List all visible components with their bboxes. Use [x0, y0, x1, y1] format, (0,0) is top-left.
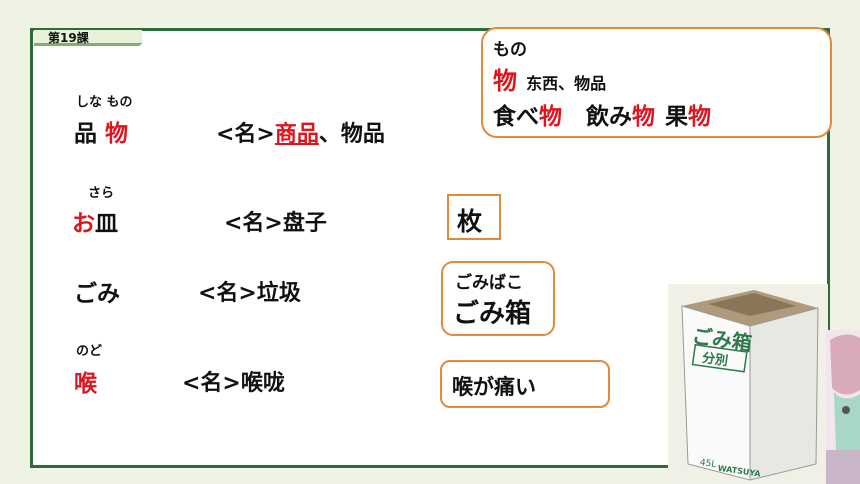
item4-word: 喉 — [74, 371, 97, 397]
item1-word: 品 物 — [74, 121, 129, 147]
note-box: もの 物 东西、物品 食べ物 飲み物 果物 — [481, 27, 832, 138]
item3-extra-box: ごみばこ ごみ箱 — [441, 261, 555, 336]
item1-ruby: しな もの — [76, 95, 133, 110]
item3-definition: <名>垃圾 — [198, 281, 301, 306]
item4-extra-box: 喉が痛い — [440, 360, 610, 408]
item2-extra-box: 枚 — [447, 194, 501, 240]
example-1: 食べ物 — [493, 104, 562, 130]
item2-word: お皿 — [72, 211, 118, 237]
example-3: 果物 — [665, 104, 712, 130]
note-kanji: 物 — [493, 67, 517, 95]
character-illustration — [826, 330, 860, 484]
example-2: 飲み物 — [586, 104, 656, 130]
item1-definition: <名>商品、物品 — [216, 122, 385, 147]
lesson-tab: 第19課 — [34, 30, 142, 46]
garbage-box-image: ごみ箱 分別 45L WATSUYA — [668, 284, 828, 484]
bin-size: 45L — [699, 458, 717, 470]
bin-sub: 分別 — [701, 350, 729, 369]
item2-definition: <名>盘子 — [224, 211, 327, 236]
note-reading: もの — [493, 40, 527, 60]
item4-ruby: のど — [76, 344, 103, 359]
note-examples: 食べ物 飲み物 果物 — [493, 97, 711, 131]
item2-ruby: さら — [88, 186, 115, 201]
note-kanji-line: 物 东西、物品 — [493, 61, 606, 96]
item4-definition: <名>喉咙 — [182, 371, 285, 396]
item3-word: ごみ — [74, 281, 120, 307]
note-meaning: 东西、物品 — [526, 74, 607, 93]
